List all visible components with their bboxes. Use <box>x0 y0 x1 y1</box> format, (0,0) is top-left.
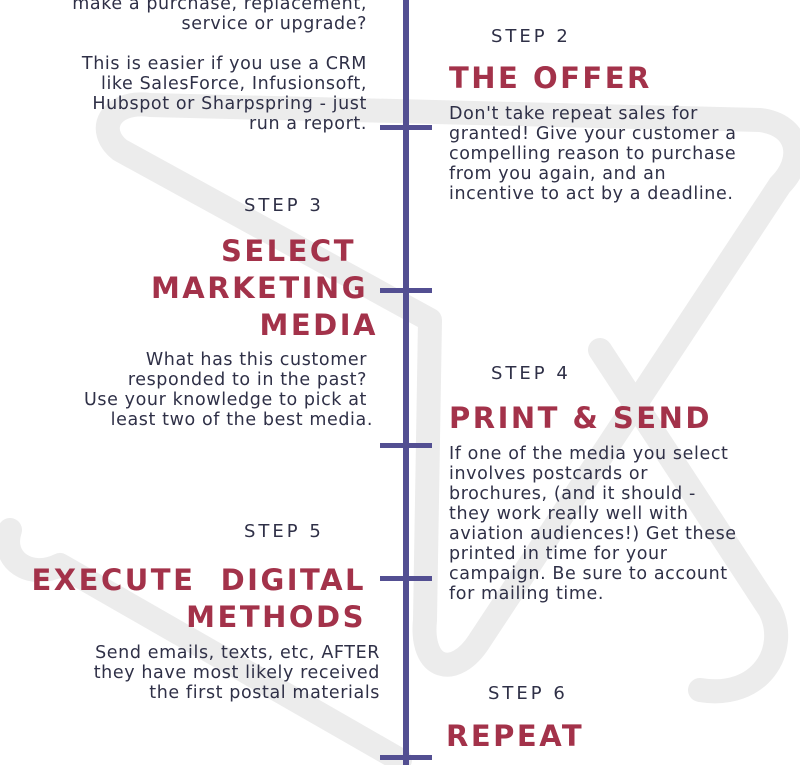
step3-desc-line: What has this customer <box>145 350 367 370</box>
timeline-tick-step3 <box>380 288 432 293</box>
step4-desc-line: brochures, (and it should - <box>449 484 696 504</box>
step4-desc-line: aviation audiences!) Get these <box>449 524 737 544</box>
step6-label: STEP 6 <box>488 683 568 704</box>
step2-desc-line: from you again, and an <box>449 164 667 184</box>
step1-desc-line: This is easier if you use a CRM <box>81 54 367 74</box>
step3-title-line: MEDIA <box>259 308 378 342</box>
step5-desc-line: they have most likely received <box>93 663 380 683</box>
step1-desc-line: Hubspot or Sharpspring - just <box>92 94 367 114</box>
step4-desc-line: they work really well with <box>449 504 689 524</box>
timeline-tick-step4 <box>380 443 432 448</box>
step2-desc-line: Don't take repeat sales for <box>449 104 698 124</box>
timeline-tick-step2 <box>380 125 432 130</box>
step3-title: SELECT MARKETING MEDIA <box>12 233 376 344</box>
step2-desc-line: granted! Give your customer a <box>449 124 737 144</box>
step4-desc-line: involves postcards or <box>449 464 648 484</box>
step2-desc-line: incentive to act by a deadline. <box>449 184 734 204</box>
step1-desc-line: make a purchase, replacement, <box>72 0 367 14</box>
step4-title: PRINT & SEND <box>449 401 712 435</box>
step1-desc-line: run a report. <box>248 114 367 134</box>
step3-title-line: MARKETING <box>150 271 368 305</box>
step5-desc-line: Send emails, texts, etc, AFTER <box>95 643 380 663</box>
step4-description: If one of the media you select involves … <box>449 444 789 604</box>
step2-desc-line: compelling reason to purchase <box>449 144 737 164</box>
step2-title: THE OFFER <box>449 61 652 95</box>
step4-desc-line: campaign. Be sure to account <box>449 564 728 584</box>
step4-desc-line: for mailing time. <box>449 584 605 604</box>
step3-title-line: SELECT <box>220 234 356 268</box>
step1-description: make a purchase, replacement, service or… <box>7 0 367 134</box>
step2-label: STEP 2 <box>491 26 571 47</box>
step5-title: EXECUTE DIGITAL METHODS <box>6 562 366 636</box>
step2-description: Don't take repeat sales for granted! Giv… <box>449 104 789 204</box>
step3-label: STEP 3 <box>244 195 324 216</box>
step3-desc-line: Use your knowledge to pick at <box>84 390 367 410</box>
step1-desc-line <box>7 34 367 54</box>
step5-description: Send emails, texts, etc, AFTER they have… <box>20 643 380 703</box>
step5-desc-line: the first postal materials <box>149 683 380 703</box>
timeline-tick-step5 <box>380 576 432 581</box>
step4-desc-line: printed in time for your <box>449 544 668 564</box>
timeline-tick-step6 <box>380 755 432 760</box>
step4-desc-line: If one of the media you select <box>449 444 729 464</box>
step5-title-line: METHODS <box>186 600 366 634</box>
step3-description: What has this customer responded to in t… <box>7 350 372 430</box>
step5-title-line: EXECUTE DIGITAL <box>31 563 366 597</box>
step4-label: STEP 4 <box>491 363 571 384</box>
step5-label: STEP 5 <box>244 521 324 542</box>
step1-desc-line: service or upgrade? <box>181 14 367 34</box>
step1-desc-line: like SalesForce, Infusionsoft, <box>101 74 367 94</box>
step3-desc-line: responded to in the past? <box>127 370 367 390</box>
timeline-line <box>403 0 409 765</box>
step3-desc-line: least two of the best media. <box>110 410 373 430</box>
step6-title: REPEAT <box>446 719 585 753</box>
